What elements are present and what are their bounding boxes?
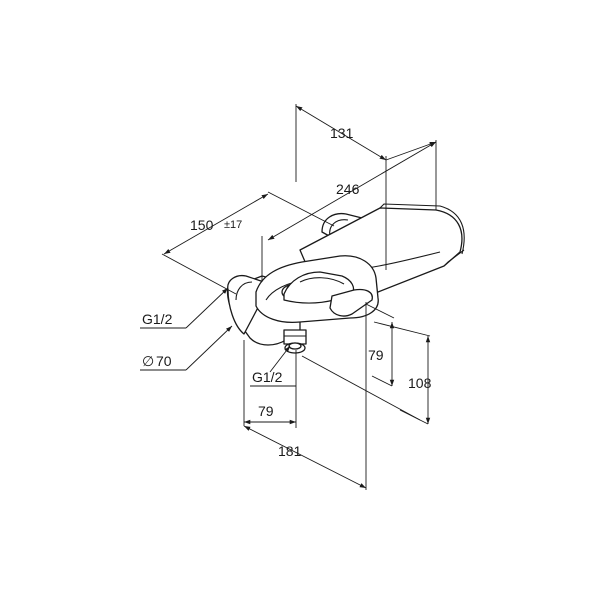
- label-outlet-thread: G1/2: [252, 369, 283, 385]
- label-181: 181: [278, 443, 302, 459]
- diameter-symbol: ∅: [142, 353, 154, 369]
- lever-tip: [329, 288, 373, 317]
- label-79-vertical: 79: [368, 347, 384, 363]
- label-108: 108: [408, 375, 432, 391]
- label-150: 150: [190, 217, 214, 233]
- label-tolerance: ±17: [224, 219, 242, 231]
- label-246: 246: [336, 181, 360, 197]
- leader-outlet-thread: [269, 345, 291, 373]
- leader-inlet-thread: [185, 287, 229, 329]
- label-131: 131: [330, 125, 354, 141]
- label-rosette-diameter: 70: [156, 353, 172, 369]
- faucet-body: [226, 203, 465, 354]
- dimension-labels: 131 246 150 ±17 G1/2 ∅ 70 G1/2 79 108 79…: [142, 125, 432, 459]
- label-79-horizontal: 79: [258, 403, 274, 419]
- dim-line-246: [267, 141, 437, 241]
- outlet-nut: [283, 329, 307, 345]
- dim-line-150: [163, 193, 269, 255]
- dimension-lines: [140, 105, 437, 489]
- label-inlet-thread: G1/2: [142, 311, 173, 327]
- dim-line-181: [243, 425, 367, 489]
- leader-rosette: [185, 325, 233, 371]
